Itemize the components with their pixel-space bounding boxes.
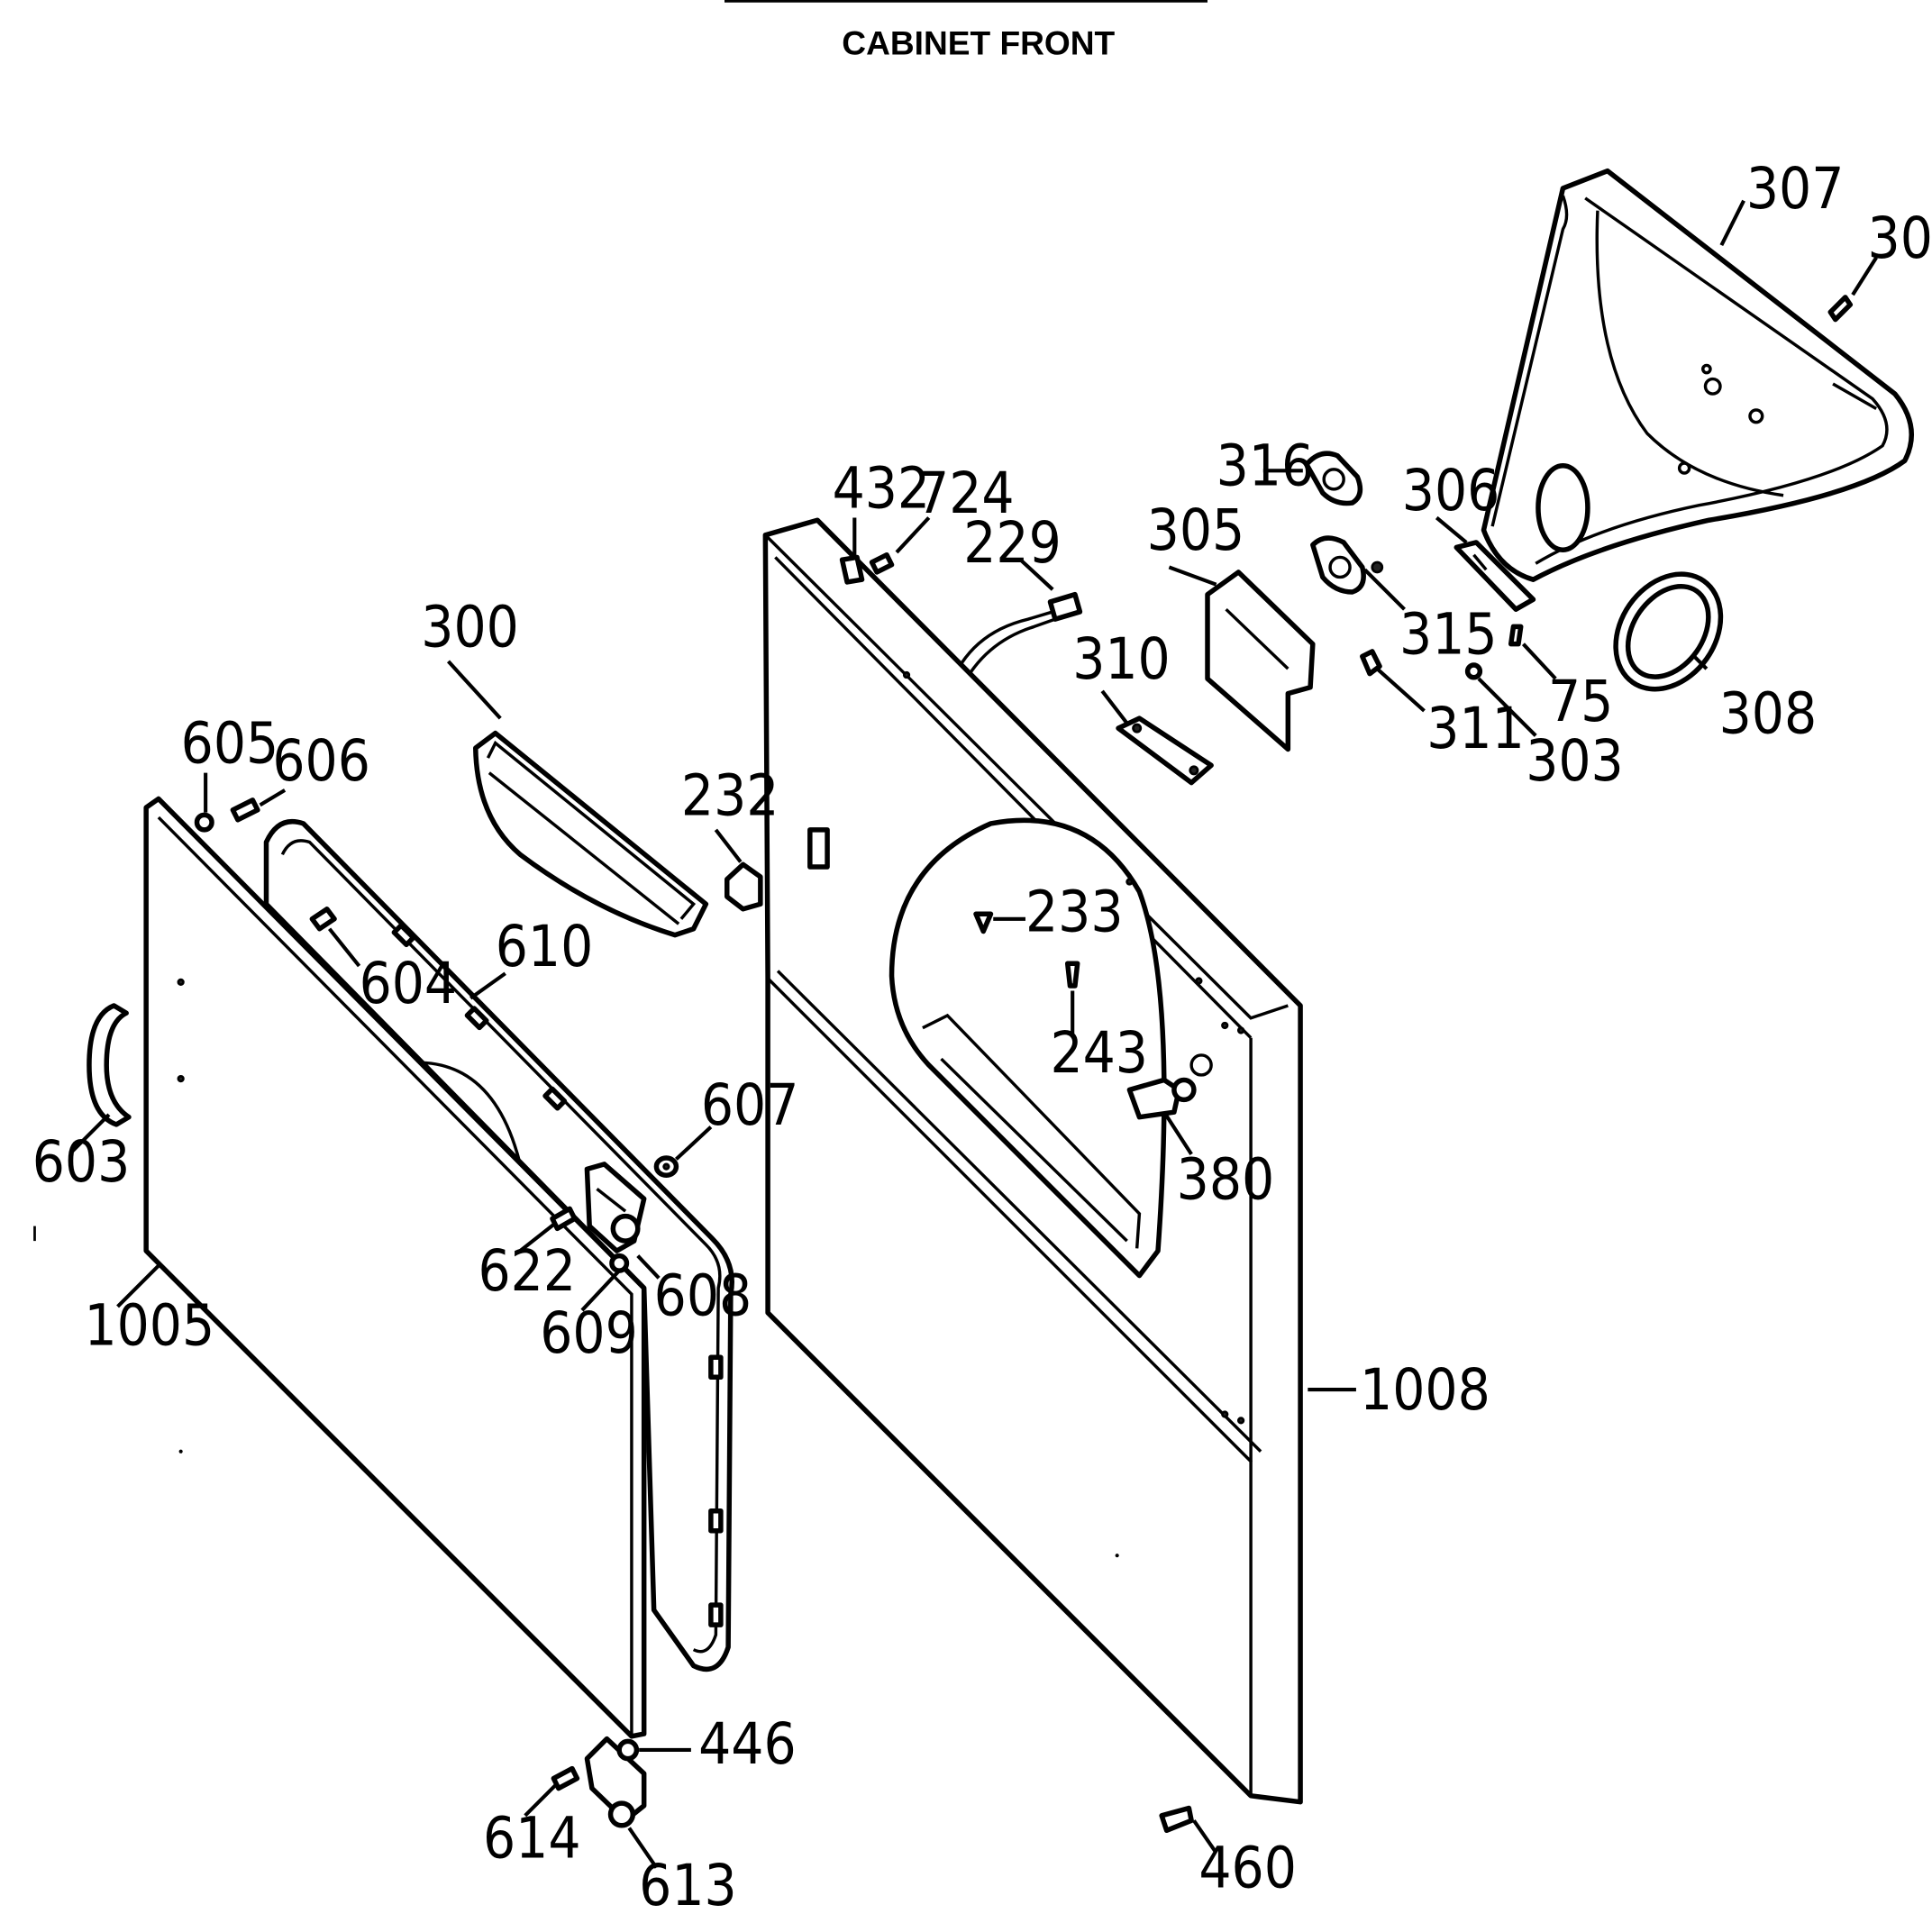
page-title: CABINET FRONT (842, 23, 1115, 61)
callout-311: 311 (1426, 695, 1525, 761)
callout-432: 432 (833, 454, 931, 521)
callout-303-top: 303 (1868, 205, 1932, 271)
part-609-spring (609, 1253, 630, 1273)
part-307-frame (1481, 168, 1914, 582)
part-308-ring (1613, 571, 1724, 692)
part-604-screw (309, 907, 337, 932)
title-cut-line (724, 0, 1208, 3)
callout-610: 610 (496, 913, 594, 980)
callout-606: 606 (272, 727, 370, 794)
callout-232: 232 (681, 761, 779, 828)
callout-605: 605 (181, 710, 279, 777)
callout-316: 316 (1217, 433, 1315, 499)
callout-308: 308 (1719, 680, 1818, 747)
callout-233: 233 (1025, 879, 1124, 945)
part-75-screw (1508, 624, 1524, 647)
part-243-screw (1064, 961, 1080, 989)
part-603-handle (87, 1003, 132, 1127)
part-446-washer (616, 1738, 640, 1762)
part-310-strap (1116, 715, 1214, 786)
callout-310: 310 (1072, 625, 1171, 692)
part-380-switch (1126, 1077, 1197, 1120)
part-432-clip (839, 554, 865, 585)
part-460-screw (1159, 1805, 1194, 1834)
callout-724: 724 (916, 460, 1015, 526)
part-606-screw (230, 797, 260, 823)
callout-307: 307 (1746, 155, 1845, 222)
part-232-latch (724, 861, 763, 912)
part-315-thermostat (1310, 535, 1384, 595)
part-613-hinge (584, 1736, 647, 1828)
callout-labels: 307 303 316 306 432 724 229 305 315 308 … (32, 155, 1932, 1918)
part-306-bracket (1454, 540, 1536, 612)
callout-303-mid: 303 (1526, 727, 1624, 794)
callout-305: 305 (1147, 497, 1245, 563)
part-724-screw (869, 551, 895, 575)
callout-614: 614 (483, 1805, 581, 1872)
part-608-latch-assembly (584, 1162, 647, 1253)
part-233-screw (973, 911, 994, 934)
part-300-lint-filter (473, 730, 709, 938)
part-605-washer (194, 812, 214, 833)
callout-608: 608 (654, 1262, 752, 1329)
callout-446: 446 (698, 1710, 797, 1777)
part-1008-cabinet-front (762, 517, 1303, 1805)
callout-603: 603 (32, 1128, 131, 1195)
part-607-grommet (653, 1155, 679, 1179)
callout-306: 306 (1402, 457, 1500, 524)
part-303-screw-mid (1464, 662, 1483, 680)
stray-marks (33, 1226, 1119, 1558)
part-610-door-inner (263, 818, 734, 1672)
callout-1005: 1005 (84, 1292, 214, 1359)
callout-380: 380 (1177, 1145, 1275, 1212)
callout-609: 609 (540, 1299, 638, 1366)
callout-229: 229 (963, 509, 1062, 576)
part-311-clip (1360, 649, 1382, 677)
part-316-thermostat (1304, 451, 1363, 506)
callout-243: 243 (1050, 1019, 1148, 1086)
callout-460: 460 (1198, 1835, 1297, 1901)
callout-300: 300 (421, 593, 519, 660)
callout-604: 604 (360, 950, 458, 1016)
part-1005-door-outer (143, 796, 647, 1739)
callout-622: 622 (478, 1237, 577, 1304)
leader-lines (70, 199, 1878, 1869)
callout-75: 75 (1548, 668, 1613, 734)
part-305-heater-plate (1205, 570, 1316, 752)
callout-607: 607 (701, 1071, 799, 1138)
part-303-screw-top (1827, 295, 1854, 323)
callout-315: 315 (1399, 601, 1498, 668)
callout-1008: 1008 (1360, 1356, 1490, 1423)
callout-613: 613 (639, 1852, 737, 1918)
